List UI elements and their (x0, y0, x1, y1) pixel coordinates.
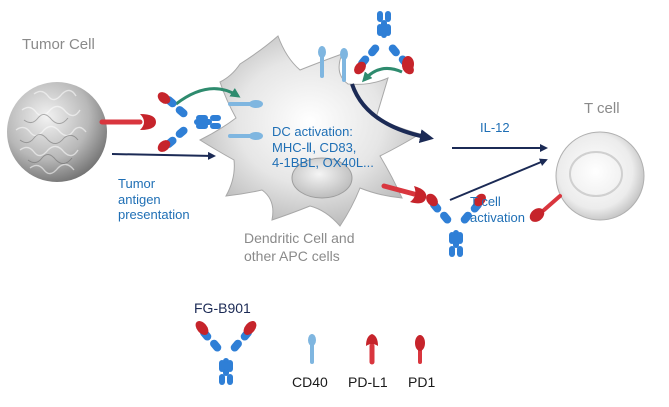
dendritic-cell-label: Dendritic Cell and other APC cells (244, 230, 355, 265)
t-cell (555, 131, 645, 221)
tumor-antigen-line-3: presentation (118, 207, 190, 223)
legend-pd1-icon (415, 335, 425, 364)
tumor-antigen-line-2: antigen (118, 191, 161, 207)
tumor-antigen-line-1: Tumor (118, 176, 156, 191)
t-cell-label: T cell (584, 100, 620, 117)
arrow-green-cd40 (362, 66, 403, 83)
legend-pd-l1-icon (366, 334, 378, 365)
il12-label: IL-12 (480, 120, 510, 135)
dc-activation-line-2: MHC-Ⅱ, CD83, (272, 139, 357, 155)
pd-l1-dc (381, 183, 427, 204)
pd-l1-tumor (99, 114, 156, 130)
dc-activation-label: DC activation: MHC-Ⅱ, CD83, 4-1BBL, OX40… (272, 124, 374, 171)
arrow-t-cell-activation (449, 158, 548, 201)
t-cell-activation-label: T cell activation (470, 194, 525, 225)
legend-pd-l1-label: PD-L1 (348, 374, 388, 390)
legend-pd1-label: PD1 (408, 374, 436, 390)
antibody-bridge (157, 92, 221, 152)
arrow-green-binding (175, 87, 241, 106)
antibody-bottom (426, 193, 486, 257)
antibody-top-pdl1 (402, 56, 414, 72)
t-cell-activation-line-1: T cell (470, 194, 501, 209)
legend-fg-b901-icon (195, 321, 257, 385)
dc-activation-line-3: 4-1BBL, OX40L... (272, 155, 374, 171)
dendritic-cell-line-1: Dendritic Cell and (244, 230, 355, 246)
dc-activation-line-1: DC activation: (272, 124, 353, 139)
cd40-dc-left (228, 100, 263, 140)
t-cell-activation-line-2: activation (470, 209, 525, 225)
cd40-dc-top (318, 46, 348, 82)
arrow-dc-activation (350, 83, 434, 144)
pd1-t-cell (529, 194, 562, 222)
tumor-cell (7, 82, 107, 182)
legend-fg-b901-label: FG-B901 (194, 300, 251, 316)
arrow-tumor-to-dc (111, 151, 216, 160)
arrows (111, 66, 548, 201)
dendritic-cell (198, 35, 422, 227)
legend-cd40-label: CD40 (292, 374, 328, 390)
legend-cd40-icon (308, 334, 316, 364)
tumor-cell-label: Tumor Cell (22, 36, 95, 53)
dendritic-cell-line-2: other APC cells (244, 247, 340, 264)
tumor-antigen-presentation-label: Tumor antigen presentation (118, 176, 190, 223)
